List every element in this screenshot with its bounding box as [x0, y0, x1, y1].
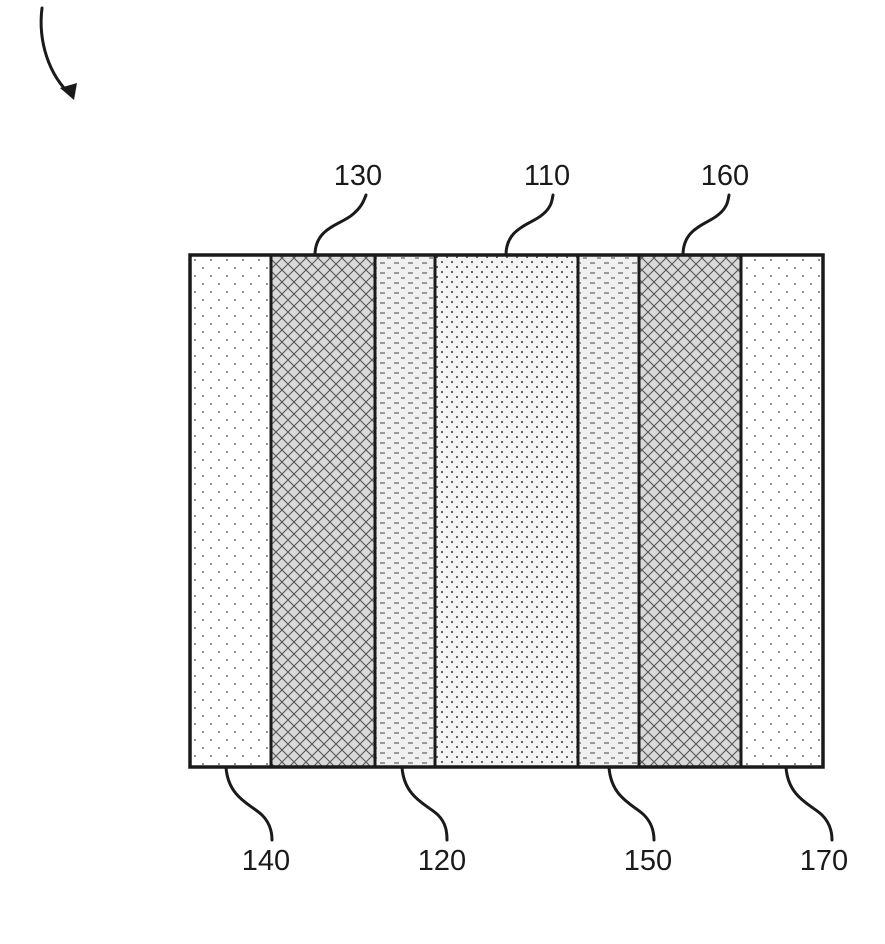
leader-140 — [226, 767, 272, 840]
leader-110 — [506, 195, 553, 255]
layer-140 — [190, 255, 271, 767]
figure-pointer-arrow — [41, 8, 77, 100]
layer-170 — [741, 255, 823, 767]
layer-stack — [190, 255, 823, 767]
label-170: 170 — [800, 845, 848, 877]
layer-130 — [271, 255, 375, 767]
label-140: 140 — [242, 845, 290, 877]
layer-160 — [639, 255, 741, 767]
label-110: 110 — [524, 160, 570, 192]
leader-120 — [402, 767, 447, 840]
leader-150 — [609, 767, 654, 840]
leader-130 — [315, 195, 366, 255]
layer-110 — [435, 255, 578, 767]
leader-170 — [786, 767, 832, 840]
label-150: 150 — [624, 845, 672, 877]
leader-160 — [683, 195, 729, 255]
layer-120 — [375, 255, 435, 767]
layer-150 — [578, 255, 639, 767]
label-120: 120 — [418, 845, 466, 877]
label-130: 130 — [334, 160, 382, 192]
label-160: 160 — [701, 160, 749, 192]
